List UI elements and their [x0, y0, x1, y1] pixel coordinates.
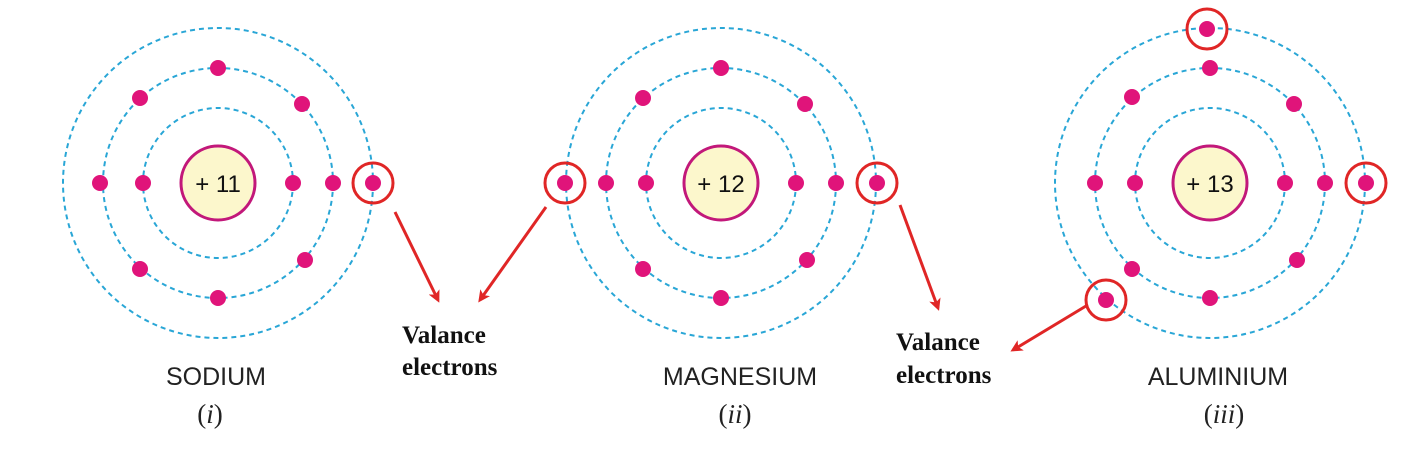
valence-electron	[365, 175, 381, 191]
valence-highlight-ring	[1344, 161, 1388, 205]
nucleus-charge: + 11	[195, 171, 241, 198]
electron	[635, 90, 651, 106]
electrons	[1087, 21, 1374, 308]
valence-electron	[1098, 292, 1114, 308]
valence-electron	[557, 175, 573, 191]
electron	[92, 175, 108, 191]
arrow-sodium-valence	[393, 211, 440, 303]
electron	[788, 175, 804, 191]
valence-electron	[869, 175, 885, 191]
annotation-valence-electrons-left: Valance electrons	[402, 322, 498, 381]
electron	[1124, 89, 1140, 105]
valence-highlight-ring	[855, 161, 899, 205]
electron	[210, 290, 226, 306]
valence-electron	[1358, 175, 1374, 191]
electron	[325, 175, 341, 191]
electron	[797, 96, 813, 112]
electrons	[557, 60, 885, 306]
electron	[132, 261, 148, 277]
electron	[1124, 261, 1140, 277]
electron	[1286, 96, 1302, 112]
arrows	[393, 204, 1087, 352]
electron	[1202, 290, 1218, 306]
valence-electron	[1199, 21, 1215, 37]
atom-name: MAGNESIUM	[663, 363, 817, 391]
electron	[132, 90, 148, 106]
annotation-line-2: electrons	[896, 362, 992, 389]
electron	[799, 252, 815, 268]
atom-aluminium: + 13 ALUMINIUM (iii)	[1054, 7, 1388, 429]
valence-highlight-ring	[543, 161, 587, 205]
electron	[828, 175, 844, 191]
atom-numeral: (i)	[197, 399, 223, 429]
electron	[635, 261, 651, 277]
atom-name: SODIUM	[166, 363, 266, 391]
annotation-valence-electrons-right: Valance electrons	[896, 329, 992, 389]
electron	[1289, 252, 1305, 268]
valence-highlight-ring	[1084, 278, 1128, 322]
nucleus-charge: + 12	[697, 171, 744, 198]
electron	[210, 60, 226, 76]
nucleus-charge: + 13	[1186, 171, 1233, 198]
electron	[638, 175, 654, 191]
atom-name: ALUMINIUM	[1148, 363, 1288, 391]
electron	[598, 175, 614, 191]
atom-sodium: + 11 SODIUM (i)	[62, 27, 395, 429]
arrow-aluminium-valence	[1010, 304, 1087, 352]
atom-magnesium: + 12 MAGNESIUM (ii)	[543, 27, 899, 429]
electron	[1277, 175, 1293, 191]
nucleus	[179, 144, 257, 222]
arrow-magnesium-right-valence	[898, 204, 941, 311]
electron	[1202, 60, 1218, 76]
electron	[135, 175, 151, 191]
electron	[1317, 175, 1333, 191]
electron	[294, 96, 310, 112]
electron	[713, 60, 729, 76]
annotation-line-1: Valance	[402, 322, 486, 349]
arrow-magnesium-left-valence	[478, 206, 548, 303]
electrons	[92, 60, 381, 306]
electron	[1087, 175, 1103, 191]
nucleus	[1171, 144, 1249, 222]
electron	[713, 290, 729, 306]
nucleus	[682, 144, 760, 222]
valence-highlight-ring	[1185, 7, 1229, 51]
annotation-line-2: electrons	[402, 354, 498, 381]
electron	[285, 175, 301, 191]
electron	[1127, 175, 1143, 191]
annotation-line-1: Valance	[896, 329, 980, 356]
valence-highlight-ring	[351, 161, 395, 205]
atom-numeral: (ii)	[718, 399, 751, 429]
atom-numeral: (iii)	[1204, 399, 1245, 429]
electron	[297, 252, 313, 268]
